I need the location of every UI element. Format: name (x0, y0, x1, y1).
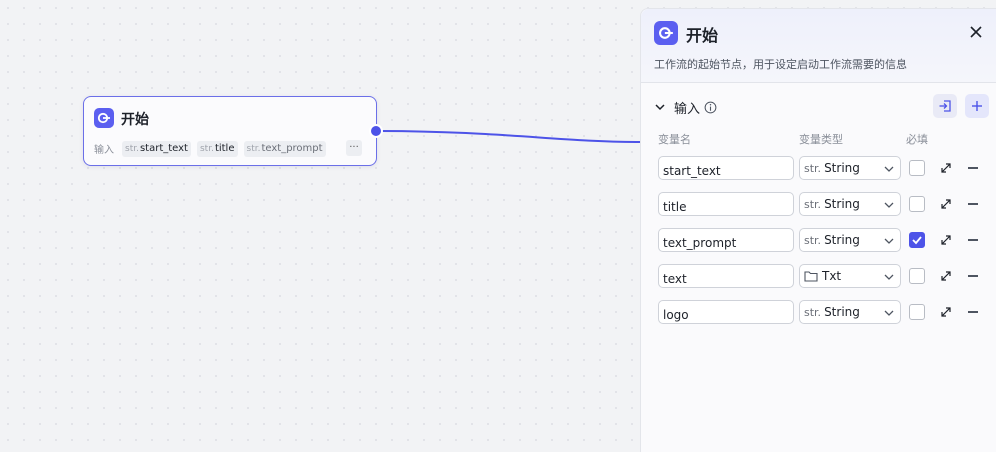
checkmark-icon (911, 234, 923, 246)
node-more-button[interactable]: ··· (346, 140, 362, 156)
remove-variable-icon[interactable] (968, 203, 978, 205)
node-input-chip: str. title (197, 141, 238, 157)
chip-name: start_text (140, 143, 188, 154)
variable-row: str. String (658, 156, 988, 180)
variable-type-select[interactable]: Txt (799, 264, 901, 288)
variable-name-input[interactable] (658, 192, 794, 216)
variable-type-select[interactable]: str. String (799, 300, 901, 324)
chevron-down-icon (884, 273, 894, 281)
node-input-chip: str. text_prompt (244, 141, 326, 157)
panel-header: 开始 工作流的起始节点，用于设定启动工作流需要的信息 (641, 9, 996, 83)
required-checkbox[interactable] (909, 268, 925, 284)
variable-name-input[interactable] (658, 228, 794, 252)
section-title: 输入 (674, 98, 700, 117)
expand-icon[interactable] (940, 162, 952, 174)
type-prefix: str. (804, 306, 821, 319)
start-icon (654, 21, 678, 45)
variable-name-input[interactable] (658, 300, 794, 324)
variable-row: Txt (658, 264, 988, 288)
type-value: String (824, 233, 860, 247)
variable-row: str. String (658, 300, 988, 324)
close-icon[interactable] (969, 25, 983, 39)
remove-variable-icon[interactable] (968, 275, 978, 277)
folder-icon (804, 270, 818, 282)
chevron-down-icon (884, 237, 894, 245)
node-title: 开始 (121, 109, 149, 129)
column-header-type: 变量类型 (799, 131, 843, 147)
expand-icon[interactable] (940, 306, 952, 318)
chip-type: str. (125, 144, 139, 154)
column-header-name: 变量名 (658, 131, 691, 147)
panel-title: 开始 (686, 22, 718, 46)
start-node-icon (94, 108, 114, 128)
node-input-chip: str. start_text (122, 141, 191, 157)
variable-name-input[interactable] (658, 156, 794, 180)
type-value: String (824, 305, 860, 319)
node-inputs: 输入 str. start_text str. title str. text_… (94, 140, 326, 157)
remove-variable-icon[interactable] (968, 239, 978, 241)
info-icon[interactable] (704, 101, 717, 114)
node-config-panel: 开始 工作流的起始节点，用于设定启动工作流需要的信息 输入 变量名 变量类型 (640, 8, 996, 452)
chip-name: text_prompt (261, 143, 322, 154)
required-checkbox[interactable] (909, 232, 925, 248)
start-node[interactable]: 开始 输入 str. start_text str. title str. te… (83, 96, 377, 166)
chevron-down-icon[interactable] (654, 101, 666, 113)
type-value: Txt (822, 269, 841, 283)
type-prefix: str. (804, 162, 821, 175)
variable-type-select[interactable]: str. String (799, 156, 901, 180)
variable-type-select[interactable]: str. String (799, 192, 901, 216)
required-checkbox[interactable] (909, 196, 925, 212)
remove-variable-icon[interactable] (968, 311, 978, 313)
expand-icon[interactable] (940, 270, 952, 282)
expand-icon[interactable] (940, 198, 952, 210)
import-icon (938, 99, 952, 113)
required-checkbox[interactable] (909, 160, 925, 176)
remove-variable-icon[interactable] (968, 167, 978, 169)
variable-type-select[interactable]: str. String (799, 228, 901, 252)
node-inputs-label: 输入 (94, 141, 114, 156)
variable-row: str. String (658, 192, 988, 216)
import-button[interactable] (933, 94, 957, 118)
expand-icon[interactable] (940, 234, 952, 246)
type-prefix: str. (804, 198, 821, 211)
node-output-port[interactable] (369, 124, 383, 138)
plus-icon (971, 100, 983, 112)
column-header-required: 必填 (906, 131, 928, 147)
chevron-down-icon (884, 165, 894, 173)
variable-name-input[interactable] (658, 264, 794, 288)
type-value: String (824, 161, 860, 175)
chip-type: str. (247, 144, 261, 154)
panel-description: 工作流的起始节点，用于设定启动工作流需要的信息 (654, 56, 907, 72)
chip-name: title (215, 143, 235, 154)
add-variable-button[interactable] (965, 94, 989, 118)
chevron-down-icon (884, 201, 894, 209)
required-checkbox[interactable] (909, 304, 925, 320)
chevron-down-icon (884, 309, 894, 317)
type-prefix: str. (804, 234, 821, 247)
variable-row: str. String (658, 228, 988, 252)
type-value: String (824, 197, 860, 211)
chip-type: str. (200, 144, 214, 154)
